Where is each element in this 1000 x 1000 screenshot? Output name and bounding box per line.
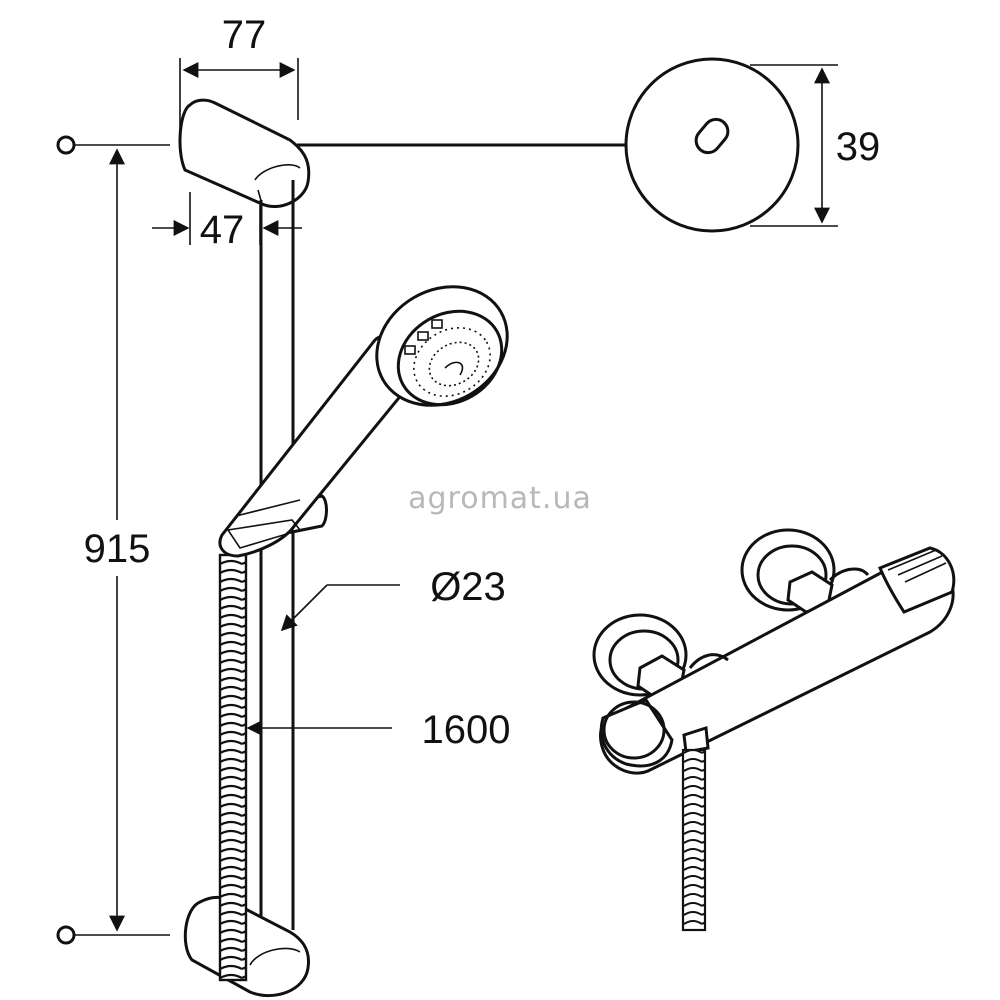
dimension-1600: 1600 xyxy=(246,708,511,752)
top-screw-point xyxy=(56,135,76,155)
dimension-label-47: 47 xyxy=(200,208,245,252)
dimension-47: 47 xyxy=(152,192,302,252)
dimension-label-77: 77 xyxy=(222,13,267,57)
thermostatic-mixer xyxy=(592,528,956,932)
top-axis xyxy=(56,135,628,155)
shower-hose xyxy=(218,553,248,982)
dimension-23: Ø23 xyxy=(280,565,506,632)
dimension-77: 77 xyxy=(179,13,299,150)
mixer-hose xyxy=(681,748,707,932)
wall-rosette xyxy=(624,57,800,233)
dimension-label-39: 39 xyxy=(836,125,881,169)
dimension-label-915: 915 xyxy=(84,527,151,571)
bottom-screw-point xyxy=(56,925,76,945)
shower-rail xyxy=(259,180,295,945)
dimension-label-1600: 1600 xyxy=(422,708,511,752)
hand-shower xyxy=(218,285,509,558)
screw-slot xyxy=(694,117,730,155)
top-wall-bracket xyxy=(178,98,311,209)
bottom-axis xyxy=(56,925,170,945)
dimension-915: 915 xyxy=(70,148,164,932)
watermark: agromat.ua xyxy=(408,481,592,516)
dimension-39: 39 xyxy=(750,64,881,227)
dimension-label-23: Ø23 xyxy=(430,565,506,609)
